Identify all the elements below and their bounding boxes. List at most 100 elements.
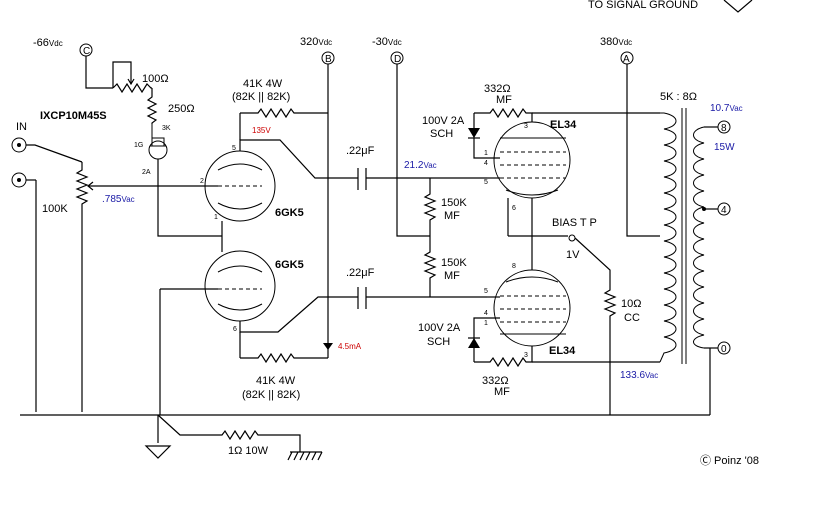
a-rail: [626, 64, 660, 237]
screen-res-top: 332Ω: [484, 83, 511, 95]
svg-text:-66Vdc: -66Vdc: [33, 37, 63, 49]
ccs-resistor-label: 250Ω: [168, 103, 195, 115]
screen-res-top-type: MF: [496, 94, 512, 106]
output-tube-top-label: EL34: [550, 119, 577, 131]
svg-text:133.6Vac: 133.6Vac: [620, 370, 658, 381]
ccs-pin-1g: 1G: [134, 142, 143, 149]
supply-a-unit: Vdc: [618, 38, 632, 47]
driver-top-plate-resistor: [240, 107, 328, 119]
driver-current: 4.5mA: [338, 342, 362, 351]
coupling-cap-top: .22μF: [346, 145, 487, 190]
svg-text:-30Vdc: -30Vdc: [372, 36, 402, 48]
bias-value: 1V: [566, 249, 580, 261]
pin-label: 1: [484, 320, 488, 327]
pin-label: 3: [524, 123, 528, 130]
pin-label: 6: [233, 326, 237, 333]
transformer-power: 15W: [714, 142, 735, 153]
grid-voltage: 21.2: [404, 160, 424, 171]
cathode-res-type: CC: [624, 312, 640, 324]
driver-plate-res-top: 41K 4W: [243, 78, 283, 90]
zener-bottom: 100V 2A: [418, 322, 461, 334]
header-note: TO SIGNAL GROUND: [588, 0, 698, 11]
pin-label: 5: [232, 145, 236, 152]
top-screen-resistor: [474, 107, 533, 122]
driver-tube-bottom: 6 6GK5: [160, 250, 304, 333]
driver-tube-top: 2 5 1 6GK5: [200, 145, 304, 222]
ccs-section: 100Ω 250Ω 3K 1G 2A IXCP10M45S: [40, 56, 222, 237]
transformer-ratio: 5K : 8Ω: [660, 91, 697, 103]
supply-b-unit: Vdc: [318, 38, 332, 47]
pin-label: 1: [484, 150, 488, 157]
output-tube-top: EL34 3 1 4 5 6: [484, 119, 577, 212]
supply-b-voltage: 320: [300, 36, 318, 48]
output-tube-bottom: EL34 8 5 4 1 3: [484, 263, 576, 359]
cap-top-label: .22μF: [346, 145, 375, 157]
cap-bottom-label: .22μF: [346, 267, 375, 279]
pin-label: 2: [200, 178, 204, 185]
grid-resistors: [423, 178, 437, 297]
input-pot-label: 100K: [42, 203, 68, 215]
zener-top-type: SCH: [430, 128, 453, 140]
input-label: IN: [16, 121, 27, 133]
grid-res-top: 150K: [441, 197, 467, 209]
driver-tube-bottom-label: 6GK5: [275, 259, 304, 271]
supply-c-unit: Vdc: [49, 39, 63, 48]
supply-a: 380Vdc A: [600, 36, 634, 65]
tap-0: 0: [721, 344, 727, 355]
svg-text:380Vdc: 380Vdc: [600, 36, 632, 48]
svg-text:320Vdc: 320Vdc: [300, 36, 332, 48]
svg-text:.785Vac: .785Vac: [102, 194, 135, 205]
screen-res-bottom-type: MF: [494, 386, 510, 398]
signal-ground-icon: [144, 445, 172, 459]
zener-top: 100V 2A: [422, 115, 465, 127]
zener-bottom-type: SCH: [427, 336, 450, 348]
chassis-ground-resistor: [157, 414, 301, 452]
supply-d-voltage: -30: [372, 36, 388, 48]
pin-label: 1: [214, 214, 218, 221]
grid-res-bottom: 150K: [441, 257, 467, 269]
driver-tube-top-label: 6GK5: [275, 207, 304, 219]
driver-top-plate-wire: [239, 139, 352, 179]
pin-label: 5: [484, 179, 488, 186]
driver-plate-res-top-detail: (82K || 82K): [232, 91, 290, 103]
credit: Ⓒ Poinz '08: [700, 454, 759, 467]
driver-plate-voltage: 135V: [252, 126, 271, 135]
pin-label: 6: [512, 205, 516, 212]
driver-plate-res-bottom: 41K 4W: [256, 375, 296, 387]
supply-c: -66Vdc C: [33, 37, 93, 57]
grid-res-top-type: MF: [444, 210, 460, 222]
driver-bottom-plate-wire: [239, 296, 352, 333]
d-rail: [396, 64, 430, 237]
node-a-label: A: [623, 54, 630, 65]
supply-d-unit: Vdc: [388, 38, 402, 47]
node-d-label: D: [394, 54, 401, 65]
current-arrow-icon: [323, 343, 333, 350]
input-voltage-unit: Vac: [121, 195, 134, 204]
cathode-res: 10Ω: [621, 298, 641, 310]
coupling-cap-bottom: .22μF: [346, 267, 487, 309]
bias-test-point[interactable]: [568, 234, 576, 242]
output-tube-bottom-label: EL34: [549, 345, 576, 357]
secondary-voltage: 10.7: [710, 103, 730, 114]
supply-b: 320Vdc B: [300, 36, 335, 65]
bias-tp-label: BIAS T P: [552, 217, 597, 229]
tap-4: 4: [721, 205, 727, 216]
zener-top-icon: [468, 128, 480, 138]
pin-label: 4: [484, 160, 488, 167]
svg-text:10.7Vac: 10.7Vac: [710, 103, 743, 114]
tap-8: 8: [721, 123, 727, 134]
grid-res-bottom-type: MF: [444, 270, 460, 282]
svg-text:21.2Vac: 21.2Vac: [404, 160, 437, 171]
input-section: IN 100K .785Vac: [11, 121, 206, 412]
primary-voltage-unit: Vac: [645, 371, 658, 380]
supply-c-voltage: -66: [33, 37, 49, 49]
pin-label: 5: [484, 288, 488, 295]
node-c-label: C: [83, 46, 90, 57]
ground-resistor-label: 1Ω 10W: [228, 445, 269, 457]
cathode-resistor: [574, 237, 617, 415]
pin-label: 8: [512, 263, 516, 270]
input-voltage: .785: [102, 194, 122, 205]
driver-plate-res-bottom-detail: (82K || 82K): [242, 389, 300, 401]
grid-voltage-unit: Vac: [423, 161, 436, 170]
